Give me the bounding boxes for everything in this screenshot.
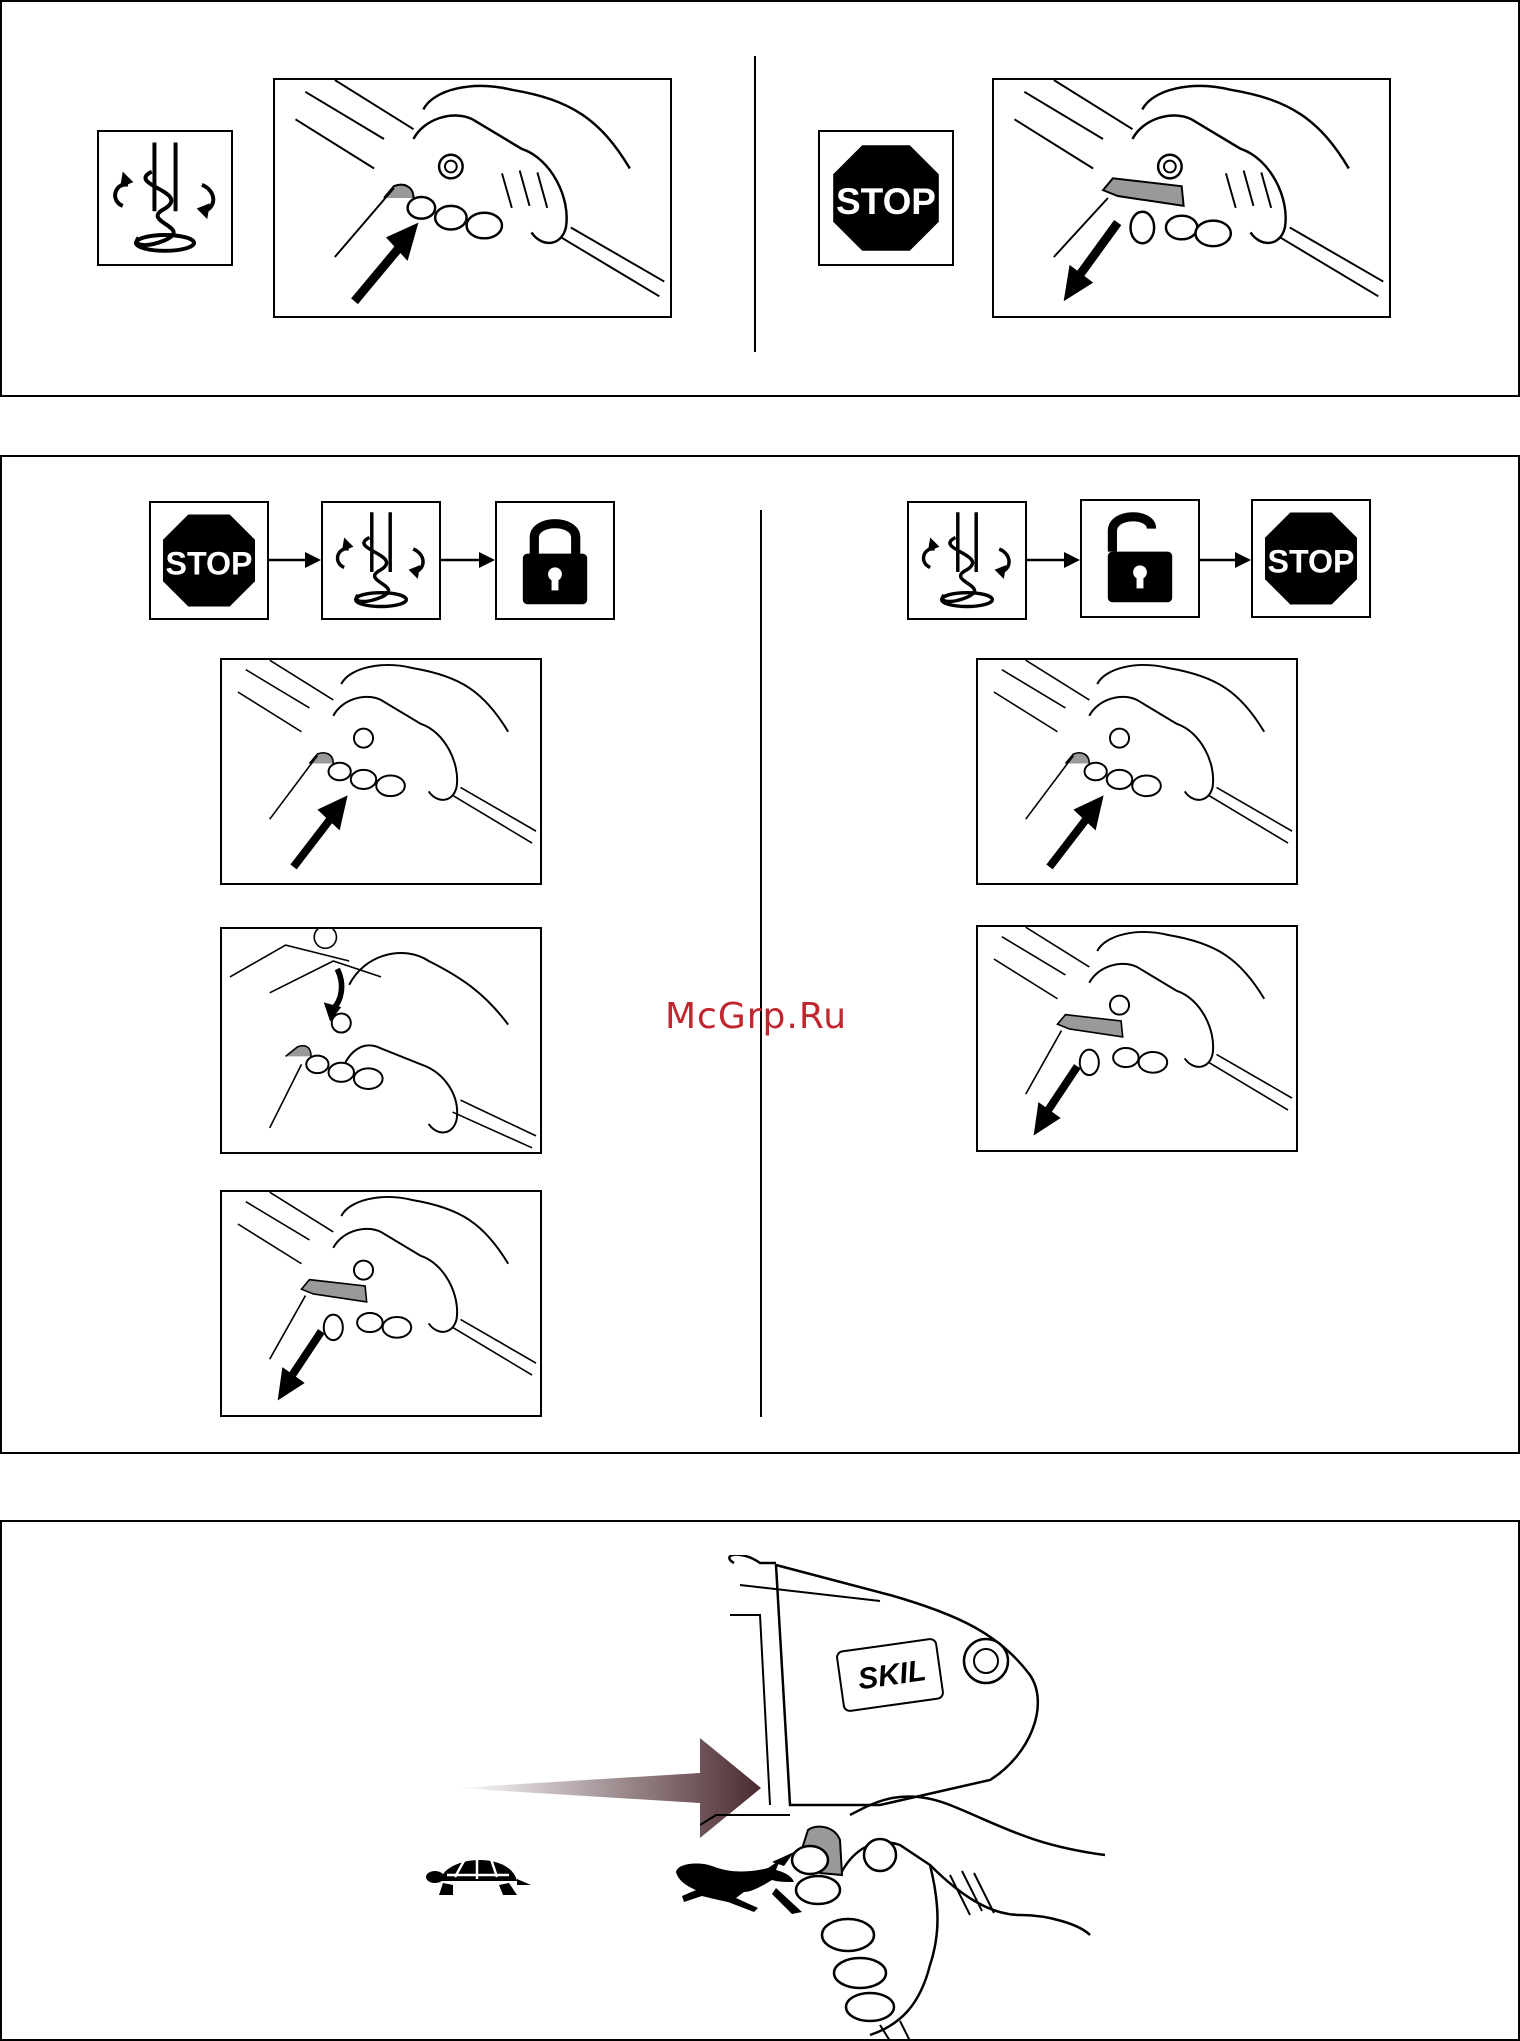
illustration-press-trigger <box>220 658 542 885</box>
svg-text:STOP: STOP <box>165 545 252 581</box>
mixer-icon <box>97 130 233 266</box>
illustration-press-trigger <box>976 658 1298 885</box>
svg-text:STOP: STOP <box>836 181 936 222</box>
flow-arrow-icon <box>441 548 495 572</box>
stop-sign-icon: STOP <box>818 130 954 266</box>
turtle-slow-speed-icon <box>425 1845 532 1897</box>
mixer-icon <box>321 501 441 620</box>
padlock-open-icon <box>1080 499 1200 618</box>
drill-with-hand-illustration: SKIL <box>700 1555 1120 2041</box>
mixer-icon <box>907 501 1027 620</box>
divider-panel-2 <box>760 510 762 1417</box>
flow-arrow-icon <box>1200 548 1251 572</box>
illustration-release-trigger <box>220 1190 542 1417</box>
stop-sign-icon: STOP <box>1251 499 1371 618</box>
svg-text:STOP: STOP <box>1267 543 1354 579</box>
illustration-press-lock-button <box>220 927 542 1154</box>
flow-arrow-icon <box>1027 548 1080 572</box>
divider-panel-1 <box>754 56 756 352</box>
illustration-release-trigger <box>976 925 1298 1152</box>
illustration-press-trigger <box>273 78 672 318</box>
watermark-text: McGrp.Ru <box>665 996 847 1037</box>
flow-arrow-icon <box>269 548 321 572</box>
illustration-release-trigger <box>992 78 1391 318</box>
stop-sign-icon: STOP <box>149 501 269 620</box>
padlock-closed-icon <box>495 501 615 620</box>
